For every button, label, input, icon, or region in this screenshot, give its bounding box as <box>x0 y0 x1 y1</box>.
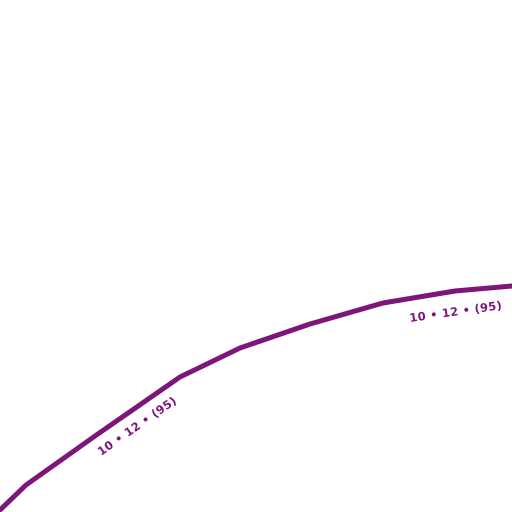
route-label-upper-group: 10 • 12 • (95) <box>408 298 502 325</box>
road-line[interactable] <box>0 283 512 512</box>
route-label-upper: 10 • 12 • (95) <box>408 298 502 325</box>
